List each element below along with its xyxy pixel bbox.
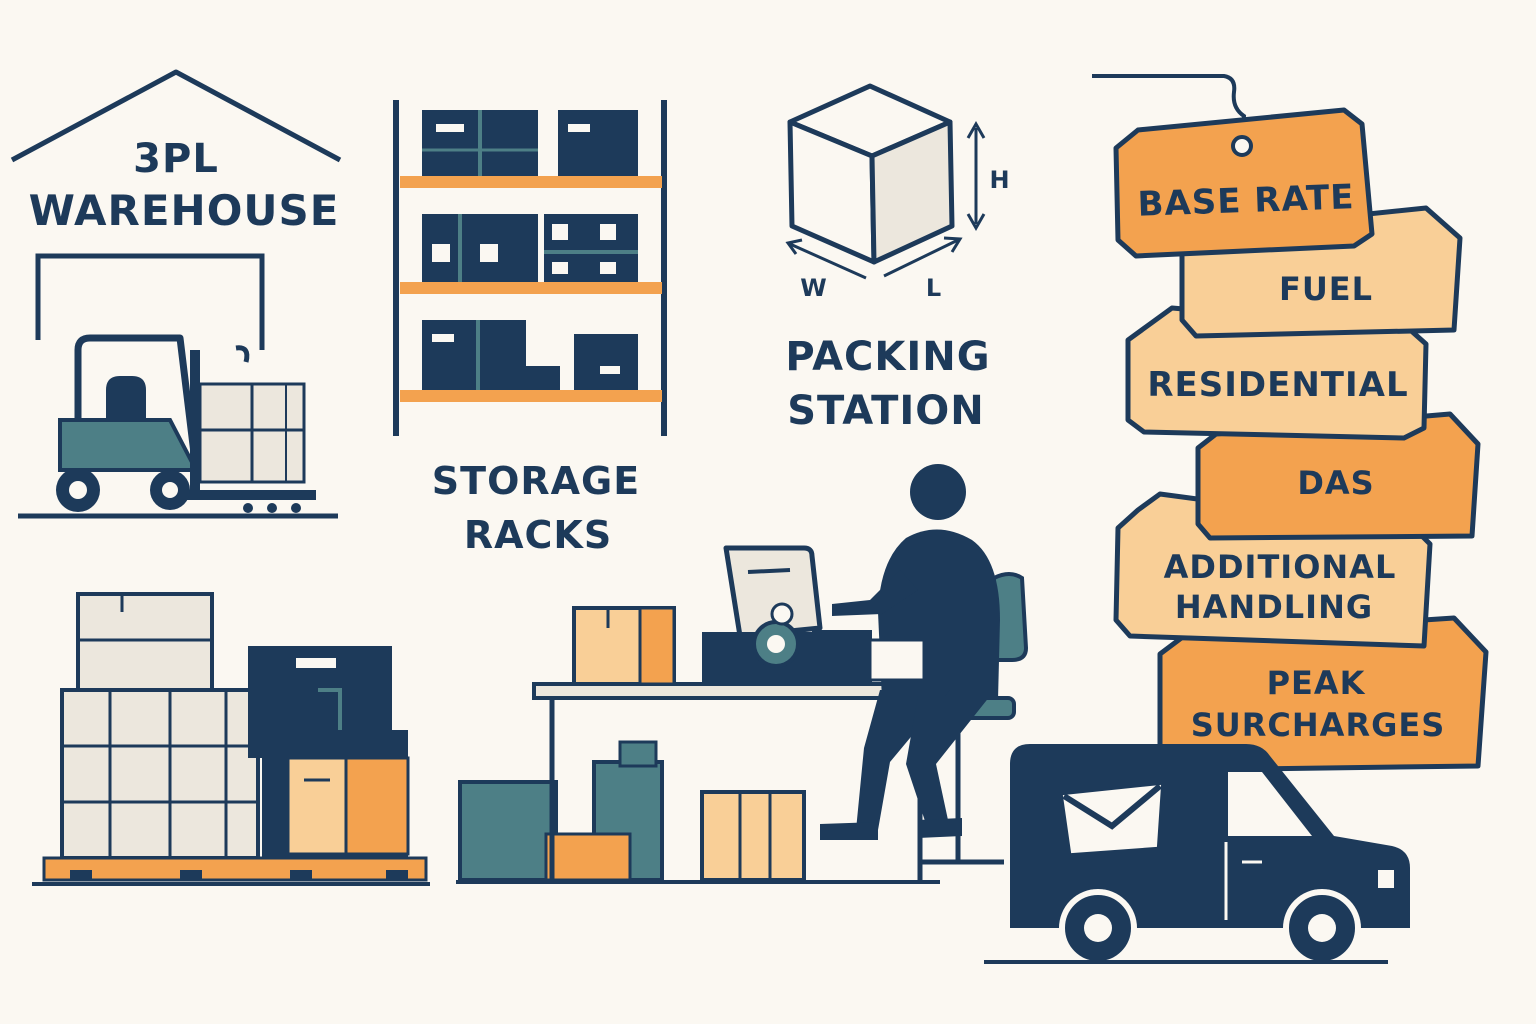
warehouse-title-line1: 3PL (133, 136, 219, 182)
fee-tag-label-peak: PEAK (1267, 664, 1366, 702)
tape-dispenser-icon (702, 602, 812, 684)
fee-tag-label-surcharges: SURCHARGES (1191, 706, 1446, 744)
forklift-icon (56, 334, 316, 513)
delivery-van-icon (984, 744, 1410, 967)
dimension-length-label: L (926, 274, 942, 302)
fee-tag-label-base-rate: BASE RATE (1137, 177, 1355, 225)
packing-worker-icon (820, 464, 1029, 865)
tag-hole-icon (1231, 135, 1253, 157)
computer-monitor-icon (723, 545, 872, 684)
packing-station-desk (456, 606, 944, 884)
fee-tag-peak-surcharges: PEAK SURCHARGES (1157, 615, 1489, 773)
packing-label-line1: PACKING (785, 334, 990, 380)
fee-tag-label-das: DAS (1297, 464, 1374, 502)
storage-label-line1: STORAGE (432, 459, 640, 503)
fee-tag-label-fuel: FUEL (1279, 270, 1373, 308)
fee-tag-residential: RESIDENTIAL (1125, 305, 1429, 441)
dimension-height-label: H (989, 166, 1010, 194)
tag-string (1092, 74, 1247, 143)
dimension-width-label: W (800, 274, 827, 302)
fee-tag-additional-handling: ADDITIONAL HANDLING (1113, 491, 1433, 649)
warehouse-title-line2: WAREHOUSE (29, 186, 340, 235)
fee-tag-base-rate: BASE RATE (1113, 107, 1375, 259)
warehouse-roof-icon (10, 69, 342, 163)
packing-label-line2: STATION (787, 388, 985, 434)
dimension-box-icon (785, 83, 986, 280)
pallet-icon (32, 592, 430, 886)
warehouse-door-frame (35, 253, 265, 350)
fee-tag-label-additional: ADDITIONAL (1164, 548, 1397, 586)
envelope-icon (1062, 783, 1162, 854)
warehouse-section: 3PL WAREHOUSE (10, 69, 342, 519)
fee-tag-label-residential: RESIDENTIAL (1147, 365, 1408, 405)
fee-tag-das: DAS (1195, 411, 1481, 541)
fee-tag-label-handling: HANDLING (1175, 588, 1373, 626)
storage-label-line2: RACKS (464, 513, 612, 557)
storage-rack-icon (393, 100, 667, 436)
fee-tag-stack: PEAK SURCHARGES ADDITIONAL HANDLING DAS … (1092, 74, 1489, 773)
